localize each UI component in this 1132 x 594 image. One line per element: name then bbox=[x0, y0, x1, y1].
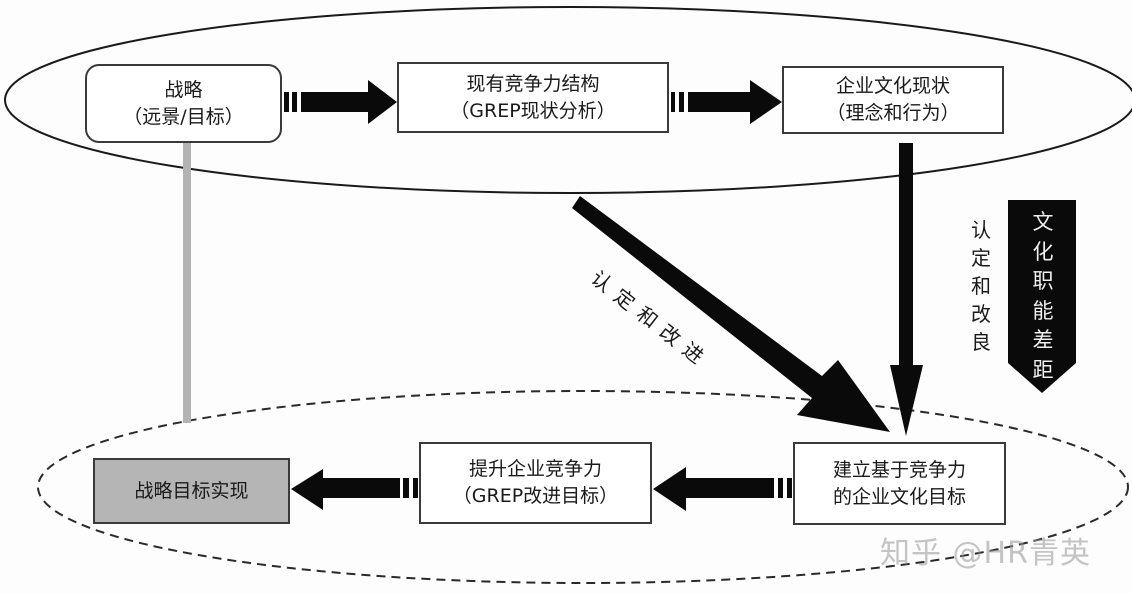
node-strategy-title: 战略 bbox=[164, 78, 203, 101]
node-culture-goal-line2: 的企业文化目标 bbox=[832, 485, 966, 508]
gap-label-char: 文 bbox=[1032, 210, 1054, 234]
vertical-label-char: 改 bbox=[971, 302, 991, 326]
node-improve-competitiveness-subtitle: （GREP改进目标） bbox=[452, 485, 619, 507]
gap-label-char: 能 bbox=[1032, 298, 1054, 323]
node-improve-competitiveness-title: 提升企业竞争力 bbox=[468, 458, 602, 480]
node-current-competitiveness: 现有竞争力结构 （GREP现状分析） bbox=[397, 62, 669, 133]
arrow-culture-to-goal bbox=[890, 143, 923, 436]
node-strategy-subtitle: （远景/目标） bbox=[123, 105, 244, 128]
arrow-diagonal-to-goal bbox=[572, 196, 890, 432]
arrow-improve-to-realized bbox=[291, 469, 418, 510]
node-strategy-realized: 战略目标实现 bbox=[93, 458, 290, 524]
node-current-culture: 企业文化现状 （理念和行为） bbox=[782, 66, 1004, 134]
gap-label-char: 距 bbox=[1032, 357, 1054, 382]
node-current-competitiveness-title: 现有竞争力结构 bbox=[466, 72, 600, 95]
node-strategy: 战略 （远景/目标） bbox=[85, 64, 282, 143]
strategy-to-realized-line bbox=[183, 143, 191, 423]
arrow-competitiveness-to-culture bbox=[671, 80, 782, 124]
node-culture-goal: 建立基于竞争力 的企业文化目标 bbox=[793, 442, 1006, 525]
node-current-competitiveness-subtitle: （GREP现状分析） bbox=[450, 99, 616, 122]
node-culture-goal-line1: 建立基于竞争力 bbox=[832, 458, 966, 481]
arrow-goal-to-improve bbox=[653, 467, 792, 511]
vertical-label-char: 和 bbox=[971, 274, 991, 298]
gap-label-char: 差 bbox=[1032, 328, 1054, 352]
vertical-label-char: 认 bbox=[971, 218, 991, 242]
vertical-edge-label: 认 定 和 改 良 bbox=[968, 216, 994, 356]
gap-label-char: 化 bbox=[1032, 239, 1054, 264]
bottom-group-ellipse bbox=[37, 390, 1129, 584]
watermark: 知乎 @HR青英 bbox=[880, 536, 1091, 571]
gap-label-char: 职 bbox=[1032, 269, 1054, 293]
vertical-label-char: 良 bbox=[971, 330, 991, 354]
node-current-culture-title: 企业文化现状 bbox=[835, 75, 950, 97]
node-current-culture-subtitle: （理念和行为） bbox=[826, 102, 960, 124]
vertical-label-char: 定 bbox=[971, 246, 991, 270]
node-strategy-realized-title: 战略目标实现 bbox=[134, 479, 249, 502]
node-improve-competitiveness: 提升企业竞争力 （GREP改进目标） bbox=[419, 442, 652, 524]
top-group-ellipse bbox=[4, 6, 1132, 194]
culture-gap-label: 文 化 职 能 差 距 bbox=[1030, 208, 1056, 385]
culture-gap-banner bbox=[1008, 200, 1076, 393]
arrow-strategy-to-competitiveness bbox=[284, 80, 397, 124]
